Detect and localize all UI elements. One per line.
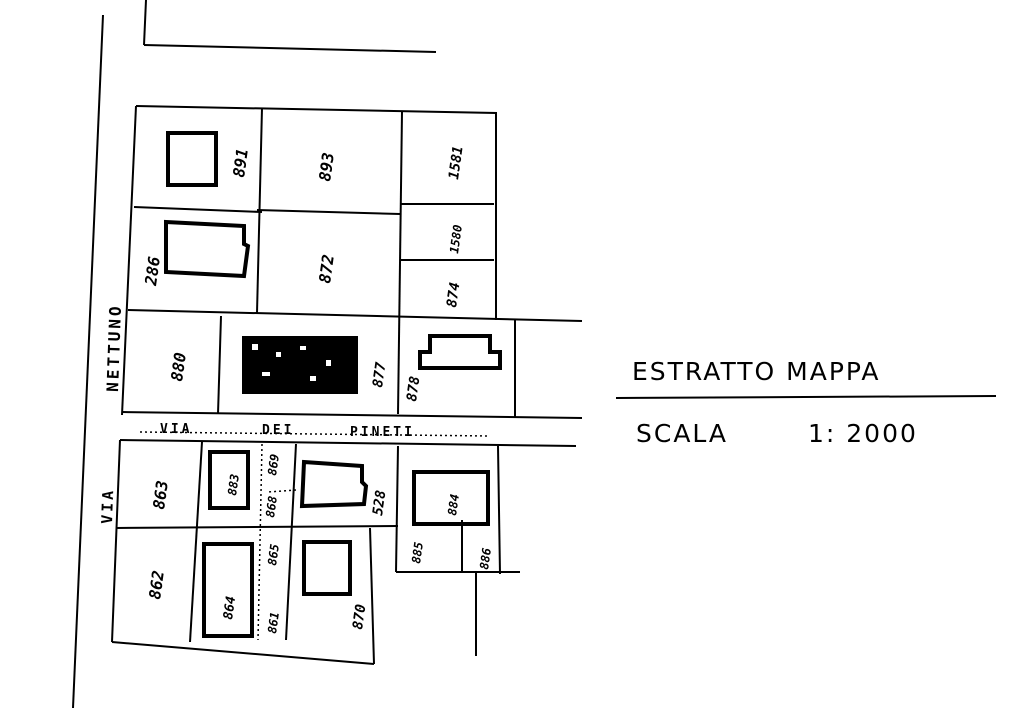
building-883 (208, 450, 250, 510)
building-877 (242, 336, 358, 394)
street-via: VIA (98, 487, 117, 524)
building-286 (164, 219, 251, 279)
parcel-891: 891 (229, 147, 252, 178)
parcel-872: 872 (315, 253, 338, 284)
upper-block (121, 105, 583, 419)
parcel-883: 883 (225, 473, 242, 496)
scale-label: SCALA (636, 419, 728, 448)
street-pineti-via: VIA (160, 422, 192, 437)
street-pineti-dei: DEI (262, 423, 294, 438)
building-884 (412, 470, 490, 526)
road-edge-right (143, 0, 147, 46)
parcel-286: 286 (141, 255, 164, 288)
building-878 (418, 334, 502, 370)
parcel-874: 874 (444, 281, 463, 308)
building-528 (299, 459, 369, 509)
parcel-863: 863 (149, 479, 172, 510)
parcel-878: 878 (404, 375, 423, 402)
street-pineti-name: PINETI (350, 425, 415, 440)
road-top-boundary (143, 44, 437, 53)
title-underline (615, 395, 997, 399)
parcel-869: 869 (265, 453, 282, 476)
building-891 (166, 131, 218, 187)
parcel-886: 886 (477, 547, 494, 570)
parcel-865: 865 (265, 543, 282, 566)
parcel-1581: 1581 (446, 145, 467, 181)
parcel-864: 864 (221, 595, 239, 621)
parcel-884: 884 (445, 493, 462, 516)
parcel-893: 893 (315, 151, 338, 182)
parcel-870: 870 (350, 603, 369, 630)
building-864 (202, 542, 254, 638)
pineti-dotted-line (139, 431, 491, 437)
parcel-1580: 1580 (447, 224, 465, 255)
parcel-861: 861 (265, 611, 282, 634)
scale-value: 1: 2000 (808, 419, 918, 448)
parcel-880: 880 (167, 351, 190, 382)
parcel-877: 877 (370, 361, 389, 389)
parcel-862: 862 (145, 569, 168, 600)
road-edge-left (72, 14, 104, 709)
parcel-528: 528 (370, 489, 389, 516)
lower-block (111, 439, 520, 665)
street-nettuno: NETTUNO (103, 303, 125, 392)
parcel-885: 885 (409, 541, 426, 564)
map-title: ESTRATTO MAPPA (632, 357, 881, 386)
pineti-road-edge (119, 439, 577, 447)
building-870 (302, 540, 352, 596)
parcel-868: 868 (263, 495, 280, 518)
